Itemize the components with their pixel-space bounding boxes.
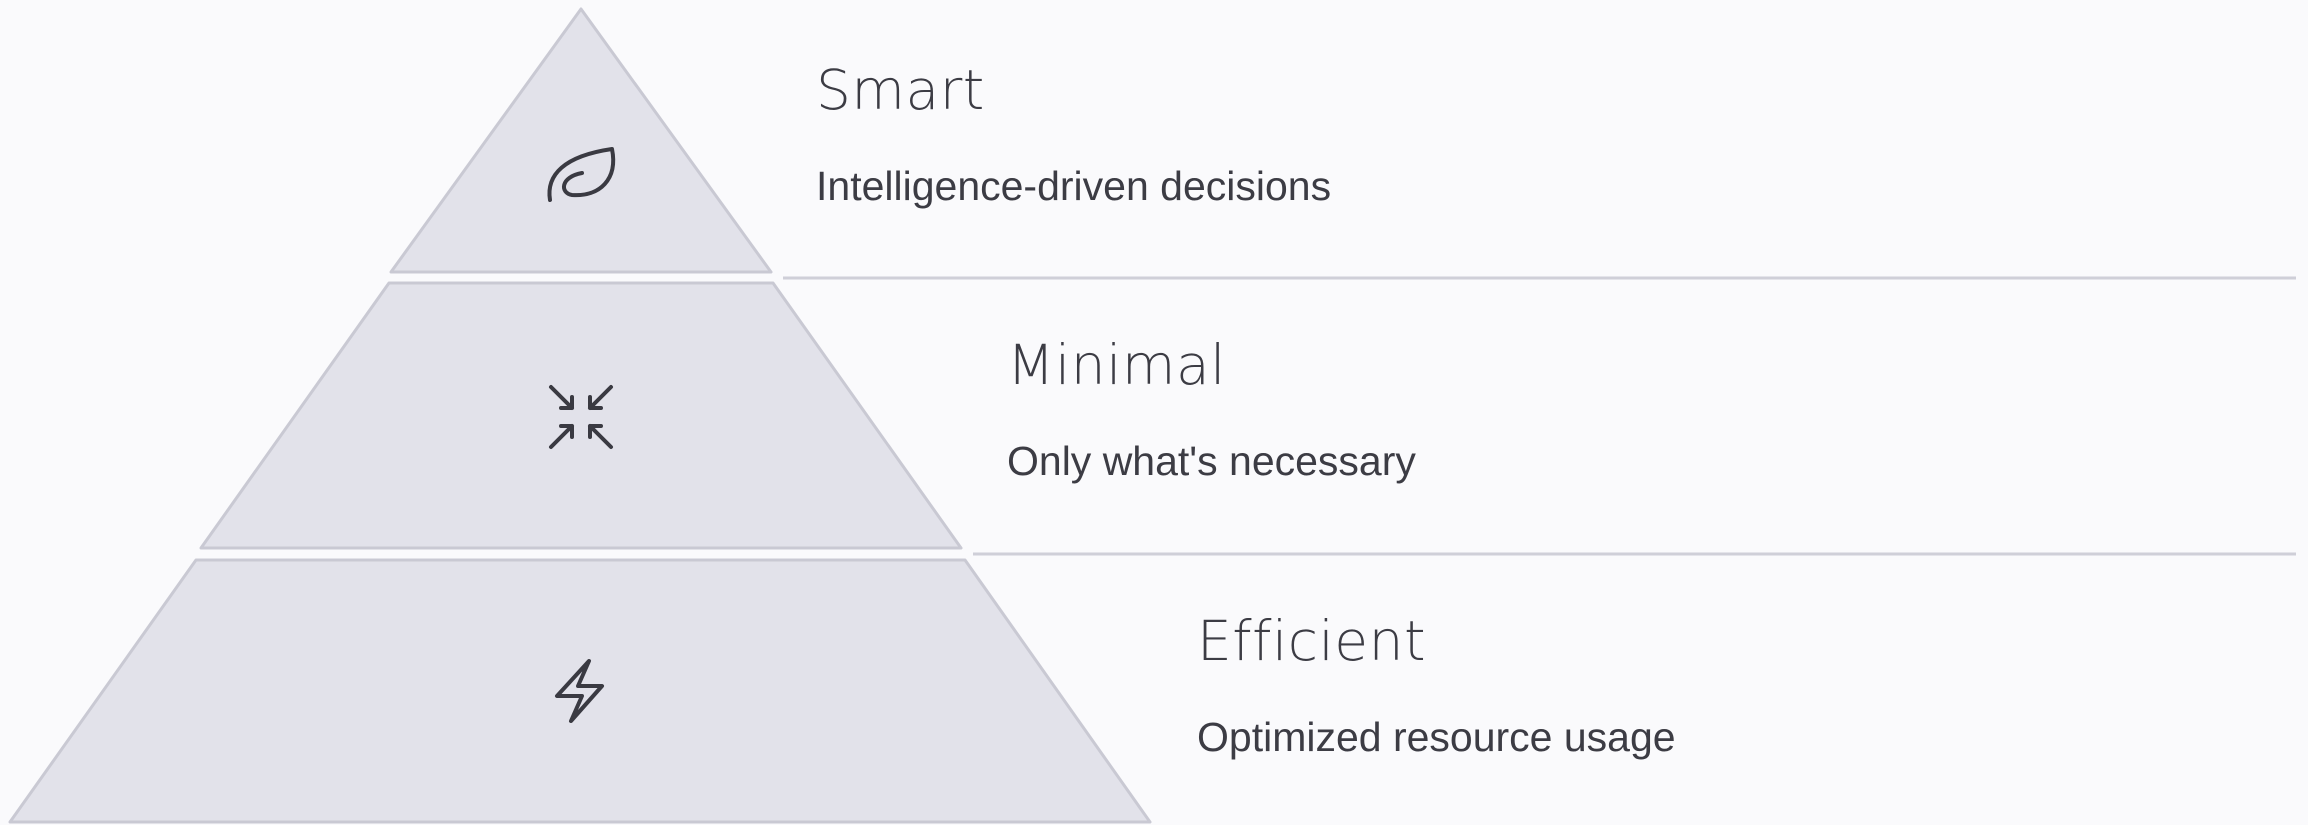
tier-efficient [8,558,1152,824]
leaf-icon [547,147,616,202]
level-subtitle: Only what's necessary [1007,438,1416,484]
level-subtitle: Optimized resource usage [1197,714,1676,760]
tier-smart [389,7,773,274]
level-title: Efficient [1197,609,1427,673]
level-title: Minimal [1007,333,1226,397]
lightning-bolt-icon [555,659,604,723]
minimize-arrows-icon [549,385,613,449]
level-title: Smart [816,58,985,122]
level-subtitle: Intelligence-driven decisions [816,163,1332,209]
tier-minimal [199,281,963,550]
